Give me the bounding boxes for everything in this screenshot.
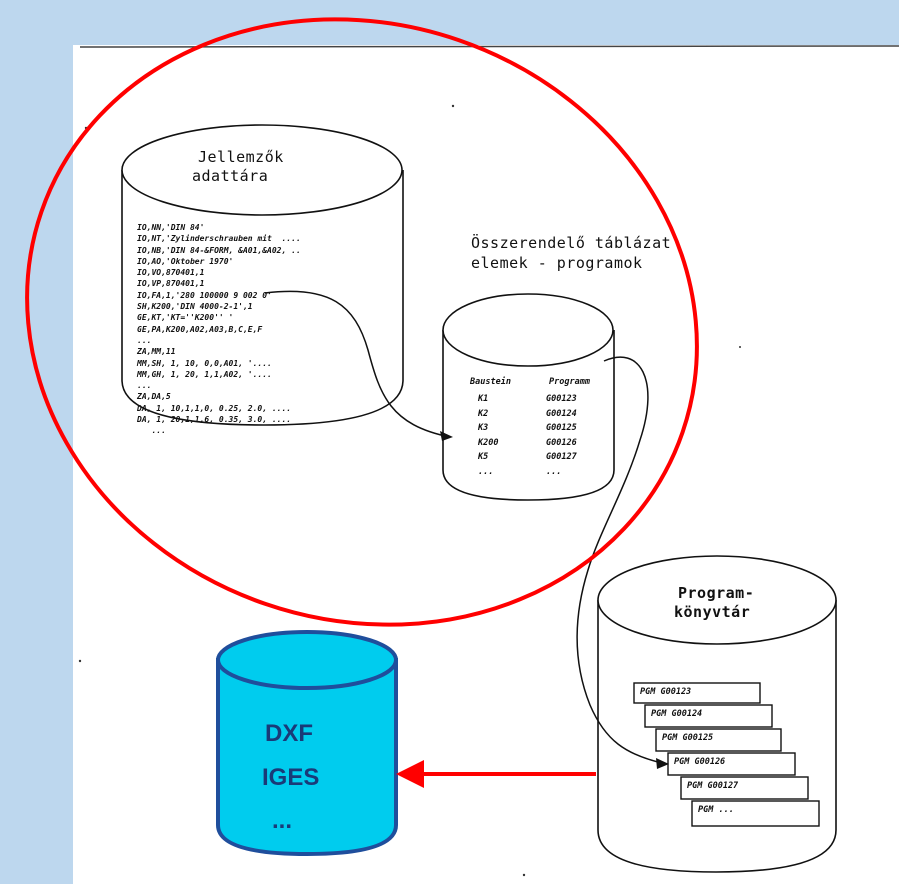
mapping-row-element: K200 (478, 437, 499, 448)
features-db-record: ... (137, 335, 152, 345)
features-db-record: ZA,MM,11 (137, 347, 176, 357)
mapping-row-program: ... (546, 466, 562, 477)
scan-speck (451, 104, 455, 108)
export-format-iges: IGES (262, 764, 320, 791)
features-db-record: GE,KT,'KT=''K200'' ' (137, 313, 234, 323)
features-db-record: IO,NB,'DIN 84-&FORM, &A01,&A02, .. (137, 245, 301, 255)
features-db-record: IO,NN,'DIN 84' (137, 223, 205, 232)
mapping-row-program: G00126 (546, 437, 577, 448)
program-entry-label: PGM G00123 (640, 687, 692, 697)
mapping-row-element: ... (478, 466, 494, 477)
mapping-table-title-1: Összerendelő táblázat (471, 234, 672, 252)
features-db-record: IO,AO,'Oktober 1970' (137, 256, 234, 266)
program-entry-box (691, 800, 820, 827)
arrow-features-to-mapping (264, 290, 453, 441)
export-format-more: ... (272, 807, 293, 834)
scan-speck (739, 346, 741, 348)
highlight-ellipse (25, 17, 699, 627)
mapping-col-header-element: Baustein (470, 377, 511, 387)
features-db-record: DA, 1, 10,1,1,0, 0.25, 2.0, .... (137, 403, 292, 413)
features-db-title-2: adattára (192, 167, 269, 185)
features-db-record: DA, 1, 20,1,1,6, 0.35, 3.0, .... (137, 415, 292, 425)
features-db-record: ... (137, 381, 152, 391)
features-db-title-1: Jellemzők (198, 148, 284, 166)
mapping-row-program: G00123 (546, 394, 577, 404)
export-format-dxf: DXF (265, 720, 313, 747)
program-entry-label: PGM G00124 (651, 709, 703, 719)
mapping-row-program: G00127 (546, 452, 577, 462)
features-db-record: SH,K200,'DIN 4000-2-1',1 (137, 302, 253, 312)
scan-speck (522, 873, 526, 877)
scan-top-edge (79, 45, 899, 48)
features-db-record: IO,VO,870401,1 (137, 268, 205, 278)
program-entry-label: PGM G00126 (674, 757, 726, 767)
program-entry-box (633, 682, 761, 704)
program-entry-label: PGM G00125 (662, 733, 714, 743)
mapping-row-element: K1 (478, 394, 489, 404)
arrow-mapping-to-library (576, 356, 669, 769)
mapping-row-program: G00125 (546, 423, 577, 433)
export-db-cylinder (216, 630, 398, 857)
program-entry-label: PGM ... (698, 805, 734, 815)
mapping-table-title-2: elemek - programok (471, 254, 643, 272)
program-entry-boxes (633, 682, 820, 827)
program-library-title-2: könyvtár (674, 603, 751, 621)
mapping-row-program: G00124 (546, 408, 577, 419)
features-db-record: MM,SH, 1, 10, 0,0,A01, '.... (137, 358, 272, 368)
features-db-record: GE,PA,K200,A02,A03,B,C,E,F (137, 324, 263, 334)
features-db-records: IO,NN,'DIN 84' IO,NT,'Zylinderschrauben m… (137, 222, 402, 437)
program-library-title-1: Program- (678, 584, 755, 602)
features-db-record: MM,GH, 1, 20, 1,1,A02, '.... (137, 369, 272, 379)
program-entry-box (644, 704, 773, 728)
features-db-record: ... (137, 426, 166, 436)
program-entry-box (655, 728, 782, 752)
mapping-row-element: K2 (478, 408, 489, 419)
program-entry-box (680, 776, 809, 800)
features-db-record: IO,NT,'Zylinderschrauben mit .... (137, 234, 301, 244)
mapping-row-element: K5 (478, 452, 489, 462)
features-db-record: ZA,DA,5 (137, 392, 171, 402)
features-db-cylinder (121, 124, 404, 426)
mapping-col-header-program: Programm (549, 377, 590, 387)
mapping-row-element: K3 (478, 423, 489, 433)
mapping-table-cylinder (442, 293, 615, 501)
features-db-record: IO,VP,870401,1 (137, 279, 205, 289)
export-arrow (396, 760, 596, 788)
features-db-record: IO,FA,1,'280 100000 9 002 0' (137, 290, 272, 300)
program-entry-label: PGM G00127 (687, 781, 739, 791)
scan-speck (78, 659, 82, 663)
program-library-cylinder (597, 555, 837, 873)
